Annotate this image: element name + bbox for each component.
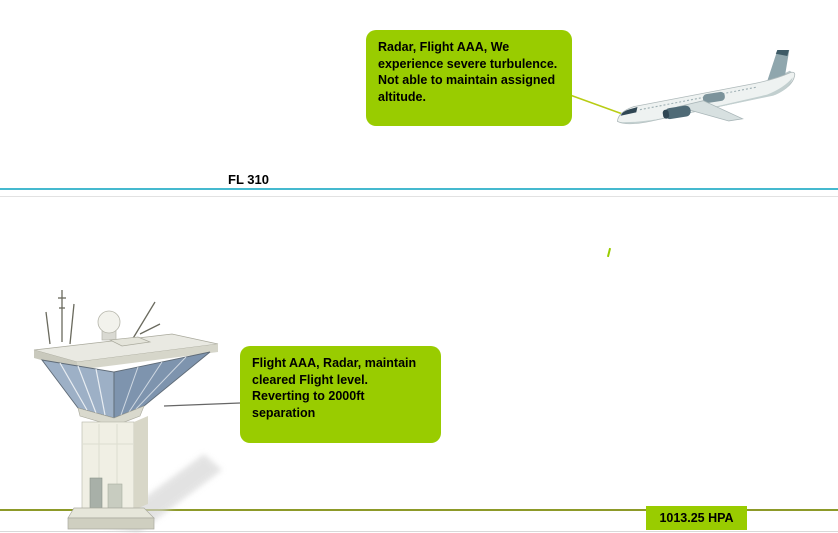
pressure-label: 1013.25 HPA: [646, 506, 747, 530]
stray-tick-mark: [606, 247, 612, 258]
far-engine: [702, 91, 725, 104]
cab-glass-left: [40, 359, 115, 419]
pilot-speech-bubble: Radar, Flight AAA, We experience severe …: [366, 30, 572, 126]
base-plinth-front: [67, 517, 155, 530]
flight-level-line: [0, 188, 838, 190]
base-plinth-top: [67, 507, 155, 519]
airplane-illustration: [608, 46, 813, 150]
pilot-speech-text: Radar, Flight AAA, We experience severe …: [378, 40, 558, 104]
control-tower-illustration: [22, 282, 227, 533]
roof-equipment-box: [108, 336, 152, 347]
bottom-edge-line: [0, 531, 838, 532]
radar-dome: [97, 310, 121, 334]
atc-speech-bubble: Flight AAA, Radar, maintain cleared Flig…: [240, 346, 441, 443]
antenna-array: [45, 290, 161, 345]
wing: [676, 100, 744, 122]
control-tower-svg: [33, 290, 222, 533]
flight-level-label: FL 310: [228, 172, 269, 187]
tower-shaft-side: [134, 416, 148, 510]
ground-line: [0, 509, 838, 511]
roof-slab-edge-right: [77, 344, 218, 370]
cab-mullions-right: [120, 356, 187, 416]
atc-speech-text: Flight AAA, Radar, maintain cleared Flig…: [252, 356, 417, 420]
cab-mullions-left: [59, 362, 106, 416]
airplane-svg: [617, 46, 796, 125]
near-engine: [664, 105, 691, 120]
tower-vent: [107, 483, 123, 509]
tower-door: [89, 477, 103, 509]
near-engine-intake: [662, 109, 670, 119]
cockpit-windows: [620, 107, 638, 116]
flight-level-line-shadow: [0, 196, 838, 197]
